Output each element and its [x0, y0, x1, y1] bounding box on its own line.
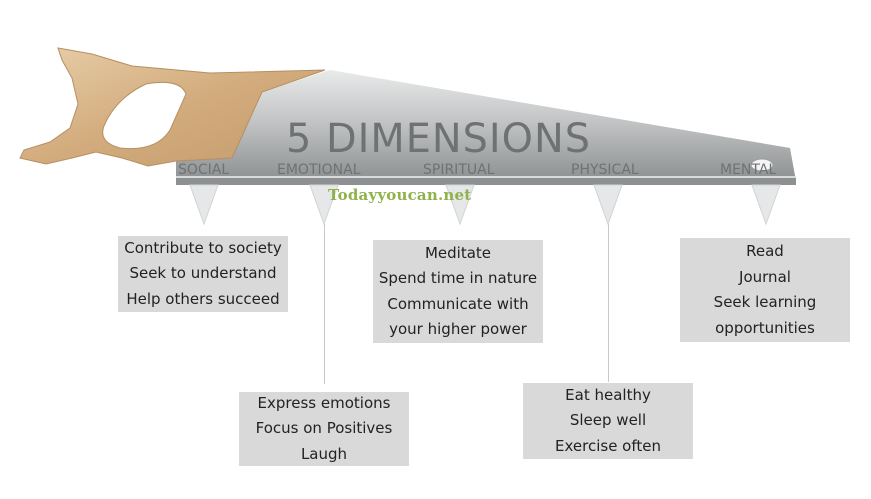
list-item: Contribute to society: [124, 238, 282, 257]
tooth-pointer-mental: [751, 184, 781, 226]
list-item: Exercise often: [555, 436, 661, 455]
tooth-pointer-physical: [593, 184, 623, 226]
dimension-box-physical: Eat healthy Sleep well Exercise often: [523, 383, 693, 459]
list-item: Communicate with: [387, 294, 529, 313]
dimension-box-social: Contribute to society Seek to understand…: [118, 236, 288, 312]
diagram-title: 5 DIMENSIONS: [286, 116, 591, 162]
dimension-label-social: SOCIAL: [178, 162, 229, 178]
list-item: Seek to understand: [129, 264, 277, 283]
tooth-pointer-social: [189, 184, 219, 226]
list-item: Eat healthy: [565, 385, 651, 404]
dimension-box-emotional: Express emotions Focus on Positives Laug…: [239, 392, 409, 466]
list-item: Help others succeed: [126, 289, 280, 308]
watermark: Todayyoucan.net: [328, 186, 472, 204]
list-item: Seek learning: [713, 293, 817, 311]
list-item: your higher power: [389, 320, 527, 338]
list-item: Meditate: [424, 243, 492, 262]
list-item: Sleep well: [569, 411, 647, 430]
saw-blade: [176, 70, 796, 181]
list-item: Journal: [739, 267, 791, 286]
saw-handle-hole: [102, 81, 187, 150]
list-item: Laugh: [300, 444, 348, 463]
dimension-box-spiritual: Meditate Spend time in nature Communicat…: [373, 240, 543, 343]
dimension-label-physical: PHYSICAL: [571, 162, 639, 178]
dimension-box-mental: Read Journal Seek learning opportunities: [680, 238, 850, 342]
dimension-label-mental: MENTAL: [720, 162, 776, 178]
connector-physical: [608, 224, 609, 382]
list-item: Spend time in nature: [378, 269, 538, 287]
list-item: Read: [746, 242, 784, 260]
connector-emotional: [324, 224, 325, 384]
saw-rivet: [750, 158, 774, 172]
tooth-pointer-spiritual: [445, 184, 475, 226]
dimension-label-emotional: EMOTIONAL: [277, 162, 361, 178]
list-item: Focus on Positives: [255, 419, 393, 438]
saw-blade-edge: [176, 178, 796, 185]
dimension-label-spiritual: SPIRITUAL: [423, 162, 495, 178]
tooth-pointer-emotional: [309, 184, 339, 226]
list-item: Express emotions: [257, 393, 391, 412]
list-item: opportunities: [715, 318, 815, 337]
